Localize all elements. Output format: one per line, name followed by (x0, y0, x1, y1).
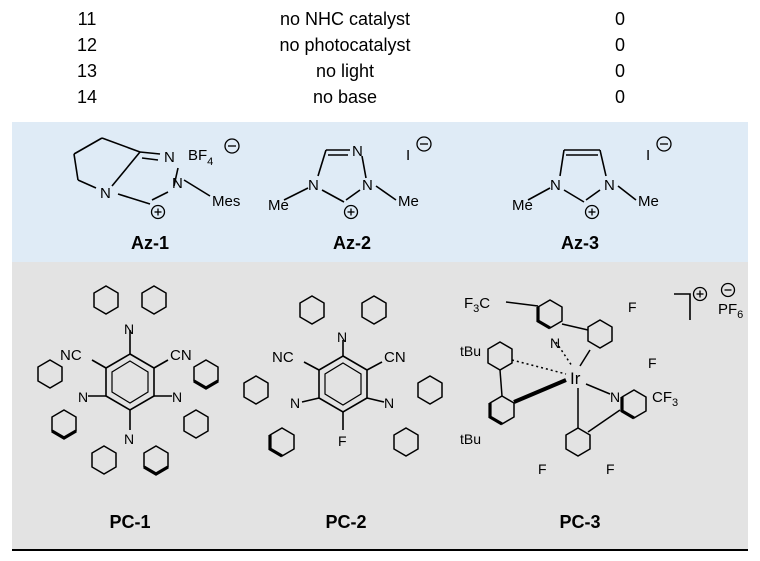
az1-drawing: N N N Mes BF4 (73, 137, 240, 220)
positive-charge-icon (692, 286, 708, 302)
az1-n-atom: N (172, 175, 183, 192)
entry-number: 13 (76, 61, 98, 81)
az3-drawing: N N Me Me I (512, 136, 672, 220)
pc1-n-atom: N (172, 389, 182, 405)
yield-value: 0 (614, 87, 625, 107)
az1-n-atom: N (164, 149, 175, 166)
photocatalyst-panel (12, 262, 748, 550)
negative-charge-icon (720, 282, 736, 298)
az2-n-atom: N (352, 143, 363, 160)
table-row: 13 no light 0 (0, 60, 760, 82)
pc1-n-atom: N (124, 321, 134, 337)
positive-charge-icon (343, 204, 359, 220)
pc2-nitrile-right: CN (384, 349, 406, 366)
yield-value: 0 (614, 61, 625, 81)
pc2-n-atom: N (337, 329, 347, 345)
az3-methyl: Me (512, 197, 533, 214)
condition-text: no photocatalyst (279, 35, 411, 55)
az2-methyl: Me (268, 197, 289, 214)
az3-structure: N N Me Me I (512, 128, 700, 220)
pc2-n-atom: N (290, 395, 300, 411)
entry-number: 14 (76, 87, 98, 107)
table-row: 12 no photocatalyst 0 (0, 34, 760, 56)
pc3-tbu: tBu (460, 431, 481, 447)
pc3-drawing: Ir N F3C F F tBu tBu N CF3 F F PF6 (460, 282, 743, 477)
positive-charge-icon (584, 204, 600, 220)
az1-counterion: BF4 (188, 147, 213, 168)
az2-methyl: Me (398, 193, 419, 210)
pc2-fluorine: F (338, 433, 347, 449)
negative-charge-icon (416, 136, 432, 152)
pc3-fluorine: F (538, 461, 547, 477)
pc3-tbu: tBu (460, 343, 481, 359)
pc1-label: PC-1 (109, 512, 151, 532)
az2-label: Az-2 (332, 233, 371, 253)
az2-counterion: I (406, 147, 410, 164)
az3-methyl: Me (638, 193, 659, 210)
table-bottom-rule (12, 549, 748, 551)
az3-counterion: I (646, 147, 650, 164)
pc2-drawing: NC CN N N N F (243, 295, 443, 458)
az2-structure: N N N Me Me I (268, 128, 458, 220)
entry-number: 12 (76, 35, 98, 55)
pc3-cf3-right: CF3 (652, 389, 678, 409)
pc3-counterion: PF6 (718, 301, 743, 321)
pc3-fluorine: F (628, 299, 637, 315)
yield-value: 0 (614, 9, 625, 29)
table-row: 14 no base 0 (0, 86, 760, 108)
pc1-drawing: NC CN N N N N (37, 285, 220, 476)
pc2-n-atom: N (384, 395, 394, 411)
pc1-nitrile-right: CN (170, 347, 192, 364)
pc2-label: PC-2 (325, 512, 367, 532)
az2-drawing: N N N Me Me I (268, 136, 432, 220)
az1-n-atom: N (100, 185, 111, 202)
pc2-structure: NC CN N N N F (228, 272, 458, 482)
negative-charge-icon (656, 136, 672, 152)
az2-n-atom: N (308, 177, 319, 194)
pc3-label: PC-3 (559, 512, 601, 532)
positive-charge-icon (150, 204, 166, 220)
pc3-fluorine: F (606, 461, 615, 477)
table-row: 11 no NHC catalyst 0 (0, 8, 760, 30)
complex-bracket (674, 293, 691, 320)
yield-value: 0 (614, 35, 625, 55)
pc3-cf3-top: F3C (464, 295, 490, 315)
az2-n-atom: N (362, 177, 373, 194)
pc3-structure: Ir N F3C F F tBu tBu N CF3 F F PF6 (438, 272, 748, 487)
pc3-n-atom: N (550, 335, 560, 351)
az1-label: Az-1 (130, 233, 169, 253)
az3-n-atom: N (550, 177, 561, 194)
pc3-fluorine: F (648, 355, 657, 371)
pc1-n-atom: N (124, 431, 134, 447)
az1-structure: N N N Mes BF4 (60, 128, 260, 220)
pc1-n-atom: N (78, 389, 88, 405)
pc3-iridium: Ir (570, 369, 581, 388)
pc2-nitrile-left: NC (272, 349, 294, 366)
negative-charge-icon (224, 138, 240, 154)
condition-text: no NHC catalyst (279, 9, 411, 29)
pc1-structure: NC CN N N N N (20, 272, 240, 487)
pc1-nitrile-left: NC (60, 347, 82, 364)
condition-text: no base (312, 87, 378, 107)
az3-n-atom: N (604, 177, 615, 194)
entry-number: 11 (77, 9, 97, 29)
condition-text: no light (315, 61, 375, 81)
az3-label: Az-3 (560, 233, 599, 253)
pc3-n-atom: N (610, 389, 620, 405)
az1-mes-group: Mes (212, 193, 240, 210)
